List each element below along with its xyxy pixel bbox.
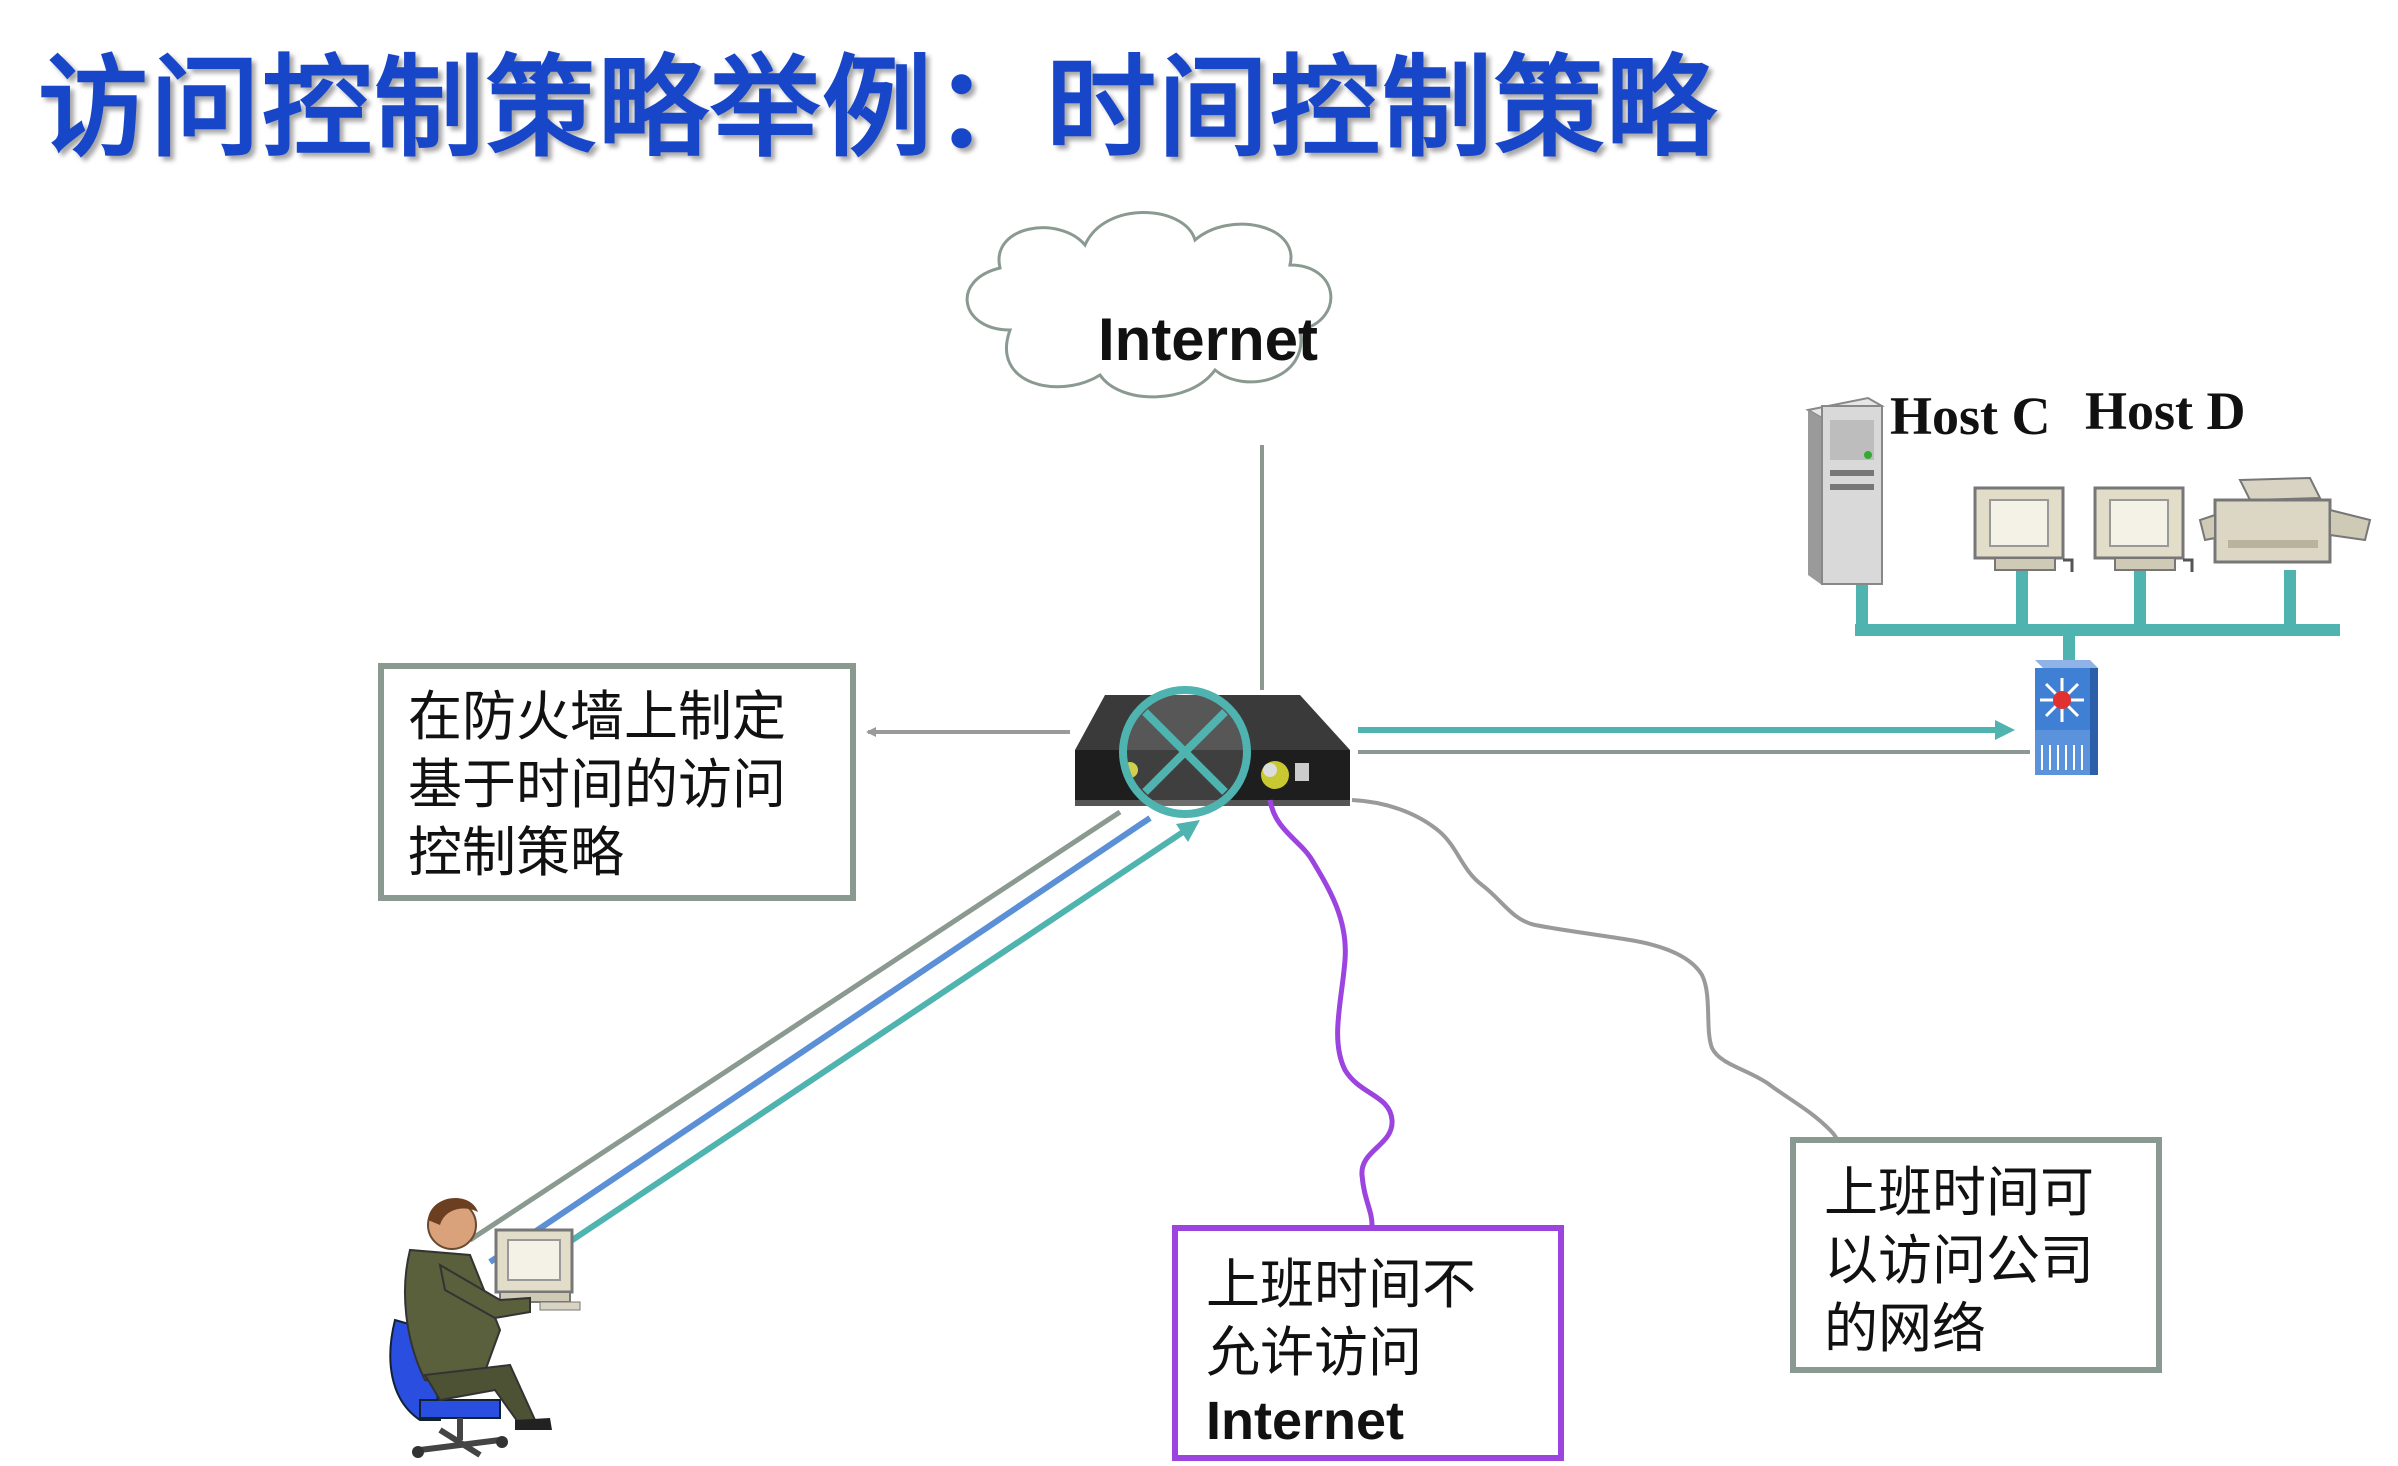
printer-icon [2198, 476, 2372, 564]
internet-cloud-label: Internet [1098, 306, 1319, 373]
no-internet-line-1: 上班时间不 [1206, 1253, 1476, 1316]
teal-arrowhead-right [1995, 720, 2015, 740]
host-c-label: Host C [1890, 386, 2051, 446]
firewall-policy-line-1: 在防火墙上制定 [408, 685, 786, 748]
firewall-policy-line-2: 基于时间的访问 [408, 753, 786, 816]
purple-link [1267, 799, 1395, 1226]
no-internet-line-3: Internet [1206, 1391, 1405, 1451]
firewall-icon [1075, 686, 1350, 818]
no-internet-box: 上班时间不 允许访问 Internet [1172, 1225, 1564, 1461]
internet-cloud-icon [965, 211, 1333, 399]
company-network-line-2: 以访问公司 [1824, 1229, 2094, 1292]
company-network-line-1: 上班时间可 [1824, 1161, 2094, 1224]
company-network-line-3: 的网络 [1824, 1297, 1986, 1360]
switch-icon [2035, 660, 2098, 775]
host-c-computer-icon [1973, 486, 2074, 572]
firewall-policy-box: 在防火墙上制定 基于时间的访问 控制策略 [378, 663, 856, 901]
page-title: 访问控制策略举例：时间控制策略 [38, 44, 1718, 172]
user-at-computer-icon [389, 1198, 581, 1458]
host-d-computer-icon [2093, 486, 2194, 572]
no-internet-line-2: 允许访问 [1206, 1321, 1422, 1384]
gray-user-link [468, 809, 1122, 1243]
host-d-label: Host D [2085, 381, 2246, 441]
gray-company-link [1351, 798, 1847, 1161]
server-icon [1805, 396, 1885, 585]
blue-user-link [488, 815, 1152, 1265]
teal-arrowhead-firewall [1176, 820, 1200, 842]
company-network-box: 上班时间可 以访问公司 的网络 [1790, 1137, 2162, 1373]
teal-user-link [503, 827, 1188, 1288]
lan-bus [1855, 565, 2340, 660]
firewall-policy-line-3: 控制策略 [408, 821, 624, 884]
